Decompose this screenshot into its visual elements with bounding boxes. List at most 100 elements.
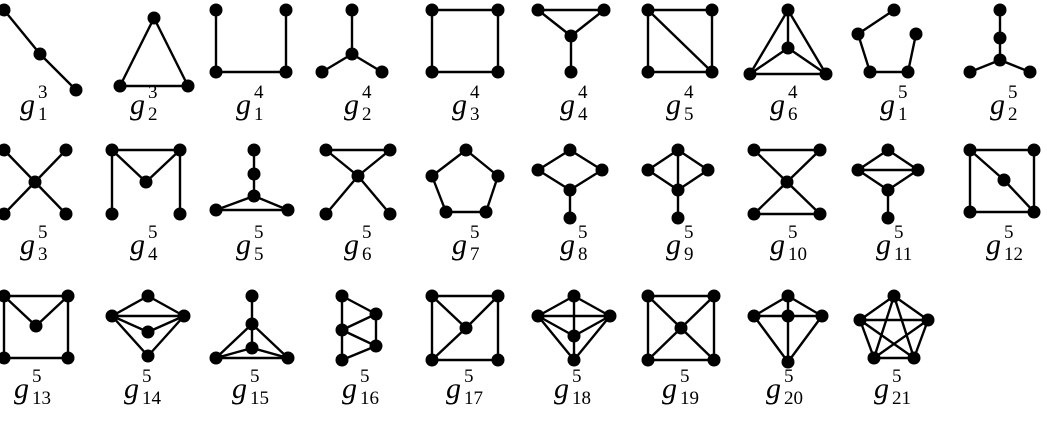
graph-label: g: [986, 228, 1001, 261]
graph-vertex: [887, 289, 901, 303]
graph-label: g: [446, 372, 461, 405]
graph-edge: [912, 318, 930, 360]
graph-vertex: [641, 65, 655, 79]
graph-label-superscript: 4: [362, 82, 372, 103]
graph-label-superscript: 5: [578, 222, 588, 243]
graph-edge: [572, 314, 612, 338]
graph-vertex: [901, 65, 915, 79]
graph-vertex: [0, 143, 11, 157]
graph-label-subscript: 1: [898, 104, 908, 125]
graph-vertex: [641, 163, 655, 177]
graph-vertex: [491, 353, 505, 367]
graph-vertex: [351, 169, 365, 183]
graph-edge: [146, 314, 186, 358]
graph-vertex: [59, 207, 73, 221]
graph-vertex: [907, 351, 921, 365]
graph-vertex: [279, 65, 293, 79]
graph-edge: [786, 8, 828, 76]
graph-label-subscript: 7: [470, 244, 480, 265]
graph-vertex: [597, 3, 611, 17]
graph-vertex: [993, 31, 1007, 45]
graph-edge: [430, 148, 468, 178]
graph-vertex: [781, 355, 795, 369]
graph-edge: [785, 180, 822, 216]
graph-vertex: [887, 3, 901, 17]
graph-label-subscript: 14: [142, 388, 162, 409]
graph-vertex: [819, 67, 833, 81]
graph-vertex: [780, 175, 794, 189]
graph-vertex: [141, 289, 155, 303]
graph-label-subscript: 1: [254, 104, 264, 125]
graph-label-subscript: 16: [360, 388, 379, 409]
graph-vertex: [641, 353, 655, 367]
graph-label: g: [560, 88, 575, 121]
graph-vertex: [1027, 205, 1041, 219]
graph-label-superscript: 5: [148, 222, 158, 243]
graph-edge: [2, 148, 37, 184]
graph-label-subscript: 10: [788, 244, 807, 265]
graph-label: g: [232, 372, 247, 405]
graph-vertex: [867, 351, 881, 365]
graph-vertex: [1027, 143, 1041, 157]
graph-vertex: [813, 207, 827, 221]
graph-vertex: [425, 3, 439, 17]
graph-label: g: [874, 372, 889, 405]
graph-edge: [536, 8, 573, 38]
graph-vertex: [781, 289, 795, 303]
graph-edge: [872, 318, 930, 360]
graph-label: g: [560, 228, 575, 261]
graph-vertex: [139, 175, 153, 189]
graph-edge: [356, 174, 392, 216]
graph-edge: [752, 180, 789, 216]
graph-vertex: [993, 3, 1007, 17]
graph-vertex: [747, 207, 761, 221]
graph-vertex: [531, 163, 545, 177]
graph-label-superscript: 3: [148, 82, 158, 103]
graph-label-superscript: 5: [470, 222, 480, 243]
graph-vertex: [147, 11, 161, 25]
graph-label: g: [770, 88, 785, 121]
graph-vertex: [674, 321, 688, 335]
graph-vertex: [705, 65, 719, 79]
graph-vertex: [0, 207, 11, 221]
graph-edge: [536, 294, 576, 318]
graph-edge: [214, 194, 256, 212]
graph-vertex: [247, 167, 261, 181]
graph-label-subscript: 8: [578, 244, 588, 265]
graph-edge: [324, 174, 360, 216]
graph-label-subscript: 1: [38, 104, 48, 125]
graph-vertex: [335, 289, 349, 303]
graph-label: g: [236, 228, 251, 261]
graph-vertex: [563, 183, 577, 197]
graph-vertex: [345, 3, 359, 17]
graph-label-superscript: 3: [38, 82, 48, 103]
graph-label-superscript: 5: [250, 366, 260, 387]
graph-edge: [2, 180, 37, 216]
graph-label: g: [20, 88, 35, 121]
graph-edge: [572, 294, 612, 318]
graph-label-subscript: 6: [788, 104, 798, 125]
graph-label: g: [662, 372, 677, 405]
graph-vertex: [743, 67, 757, 81]
graph-vertex: [209, 203, 223, 217]
graph-edge: [33, 180, 68, 216]
graph-vertex: [491, 3, 505, 17]
graph-label-superscript: 5: [362, 222, 372, 243]
graph-vertex: [881, 211, 895, 225]
graph-vertex: [781, 41, 795, 55]
graph-vertex: [105, 309, 119, 323]
graph-vertex: [173, 143, 187, 157]
graph-edge: [858, 318, 916, 360]
graph-vertex: [245, 289, 259, 303]
graph-label-subscript: 3: [470, 104, 480, 125]
graph-vertex: [59, 143, 73, 157]
